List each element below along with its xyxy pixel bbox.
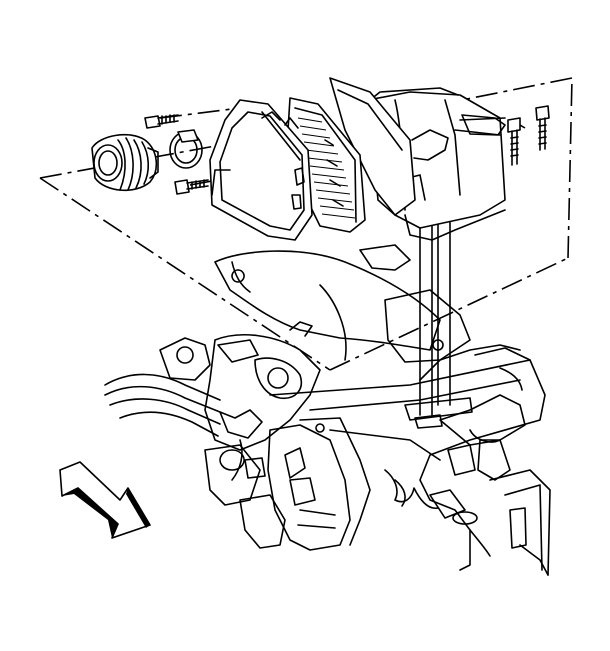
housing-screw-lower (174, 179, 209, 195)
mounting-bolts (507, 105, 550, 166)
housing-screw-upper (144, 114, 179, 129)
air-intake-duct (91, 133, 159, 192)
air-cleaner-housing (329, 77, 506, 241)
vehicle-front-arrow (59, 461, 151, 539)
duct-clamp (169, 129, 203, 169)
engine-assembly (104, 244, 441, 551)
radiator-support (269, 289, 551, 576)
air-cleaner-cover (209, 99, 313, 241)
